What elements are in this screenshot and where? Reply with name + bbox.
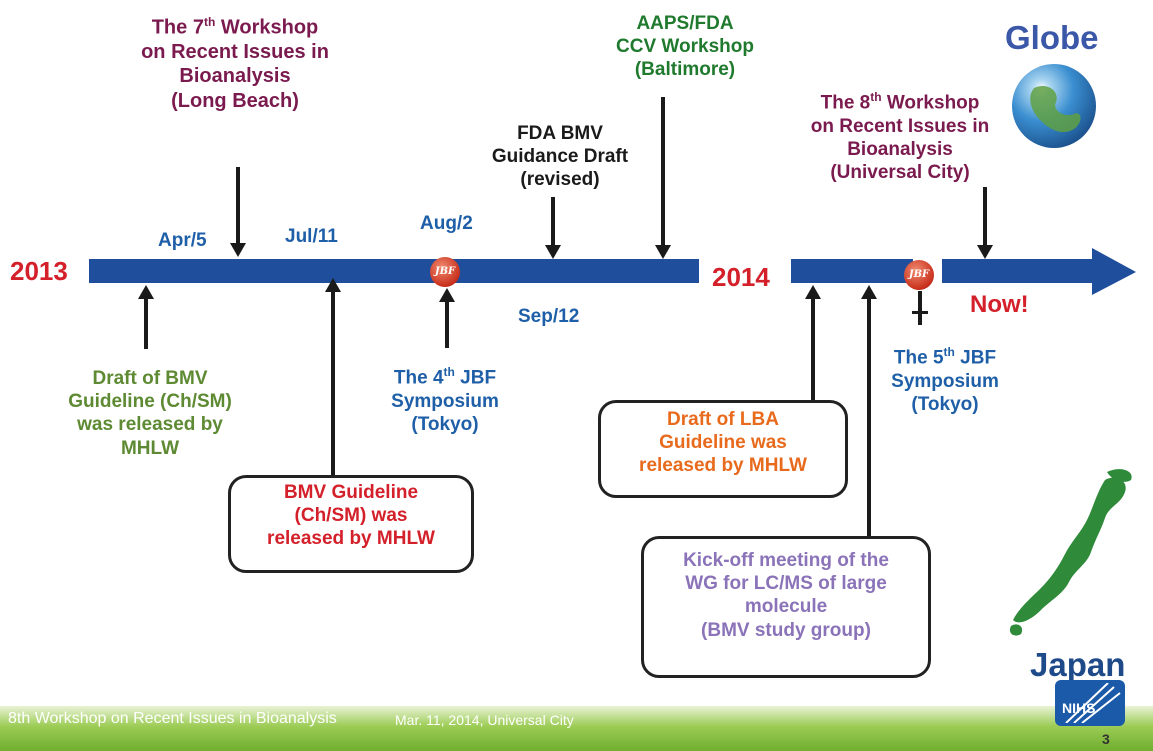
tick-5th-jbf [918,291,922,325]
event-4th-jbf: The 4th JBF Symposium (Tokyo) [391,365,499,435]
year-2013-label: 2013 [10,256,68,286]
globe-label: Globe [1005,19,1099,56]
date-aug2: Aug/2 [420,213,473,234]
box-kickoff [641,536,931,678]
arrow-aaps-fda [655,97,671,259]
event-lba: Draft of LBA Guideline was released by M… [639,409,807,477]
timeline-arrowhead [1092,248,1136,295]
arrow-8th-workshop [977,187,993,259]
event-fda-bmv: FDA BMV Guidance Draft (revised) [491,123,629,191]
timeline-bar-2014a [791,259,913,283]
jbf-logo-2013: JBF [430,257,460,287]
nihs-logo-stripes [1065,683,1121,723]
event-7th-workshop: The 7th Workshop on Recent Issues in Bio… [141,15,329,112]
tick-5th-jbf-cap [912,311,928,314]
footer-date: Mar. 11, 2014, Universal City [395,712,574,728]
date-apr5: Apr/5 [158,230,207,251]
footer-title: 8th Workshop on Recent Issues in Bioanal… [8,710,337,727]
japan-map-icon [1009,469,1132,636]
event-8th-workshop: The 8th Workshop on Recent Issues in Bio… [810,90,990,183]
now-label: Now! [970,291,1029,318]
box-lba [598,400,848,498]
arrow-kickoff [861,285,877,537]
jbf-logo-2014: JBF [904,260,934,290]
event-aaps-fda: AAPS/FDA CCV Workshop (Baltimore) [616,13,754,81]
box-bmv-guideline [228,475,474,573]
event-kickoff: Kick-off meeting of the WG for LC/MS of … [683,550,889,641]
arrow-lba [805,285,821,403]
arrow-draft-bmv [138,285,154,349]
event-draft-bmv: Draft of BMV Guideline (Ch/SM) was relea… [68,368,232,459]
arrow-fda-bmv [545,197,561,259]
arrow-4th-jbf [439,288,455,348]
arrow-bmv-guideline [325,278,341,475]
arrow-7th-workshop [230,167,246,257]
date-jul11: Jul/11 [285,226,338,247]
event-bmv-guideline: BMV Guideline (Ch/SM) was released by MH… [267,482,435,550]
timeline-bar-2013 [89,259,699,283]
timeline-bar-2014b [942,259,1094,283]
event-5th-jbf: The 5th JBF Symposium (Tokyo) [891,345,999,415]
japan-label: Japan [1030,646,1126,683]
page-number: 3 [1102,731,1110,747]
year-2014-label: 2014 [712,262,770,292]
date-sep12: Sep/12 [518,306,580,327]
nihs-logo-text: NIHS [1062,700,1096,716]
footer-band [0,706,1153,751]
globe-land [1030,85,1081,133]
